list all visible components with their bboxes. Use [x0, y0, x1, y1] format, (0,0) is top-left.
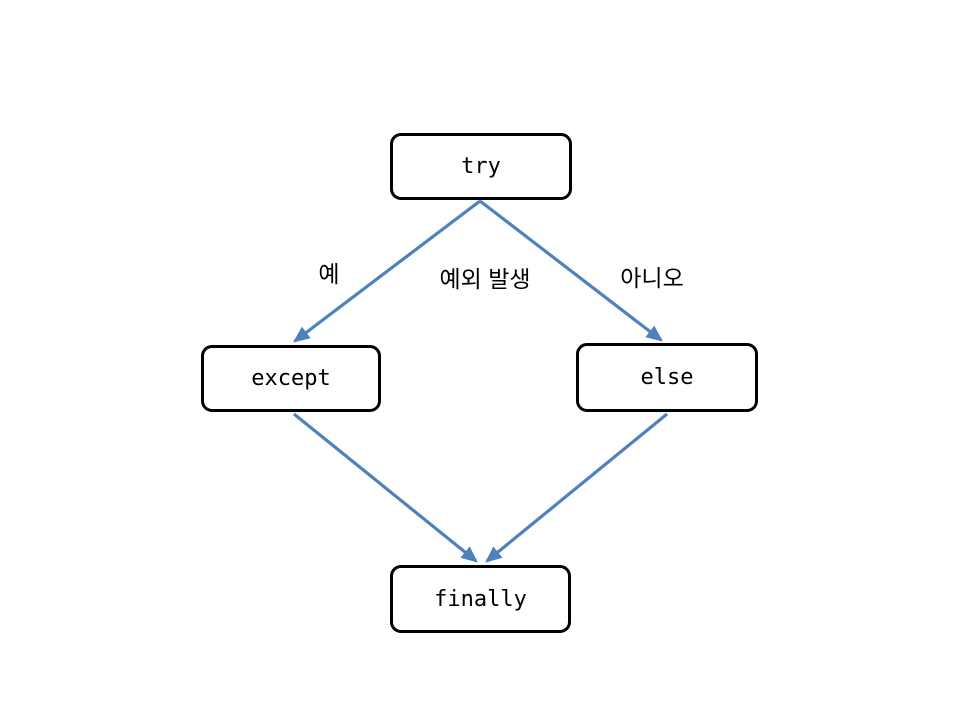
edge-else-to-finally	[485, 412, 669, 563]
node-finally-label: finally	[434, 586, 527, 612]
edge-label-exception: 예외 발생	[439, 266, 531, 292]
edge-label-no: 아니오	[620, 265, 684, 291]
node-try: try	[390, 133, 572, 200]
edge-try-to-else	[479, 199, 663, 342]
node-finally: finally	[390, 565, 571, 633]
node-except: except	[201, 345, 381, 412]
node-try-label: try	[461, 154, 501, 179]
node-except-label: except	[251, 366, 331, 391]
edge-try-to-except	[293, 199, 481, 343]
node-else-label: else	[640, 365, 694, 390]
edge-except-to-finally	[292, 412, 478, 563]
edge-label-yes: 예	[318, 261, 340, 287]
node-else: else	[576, 343, 758, 412]
